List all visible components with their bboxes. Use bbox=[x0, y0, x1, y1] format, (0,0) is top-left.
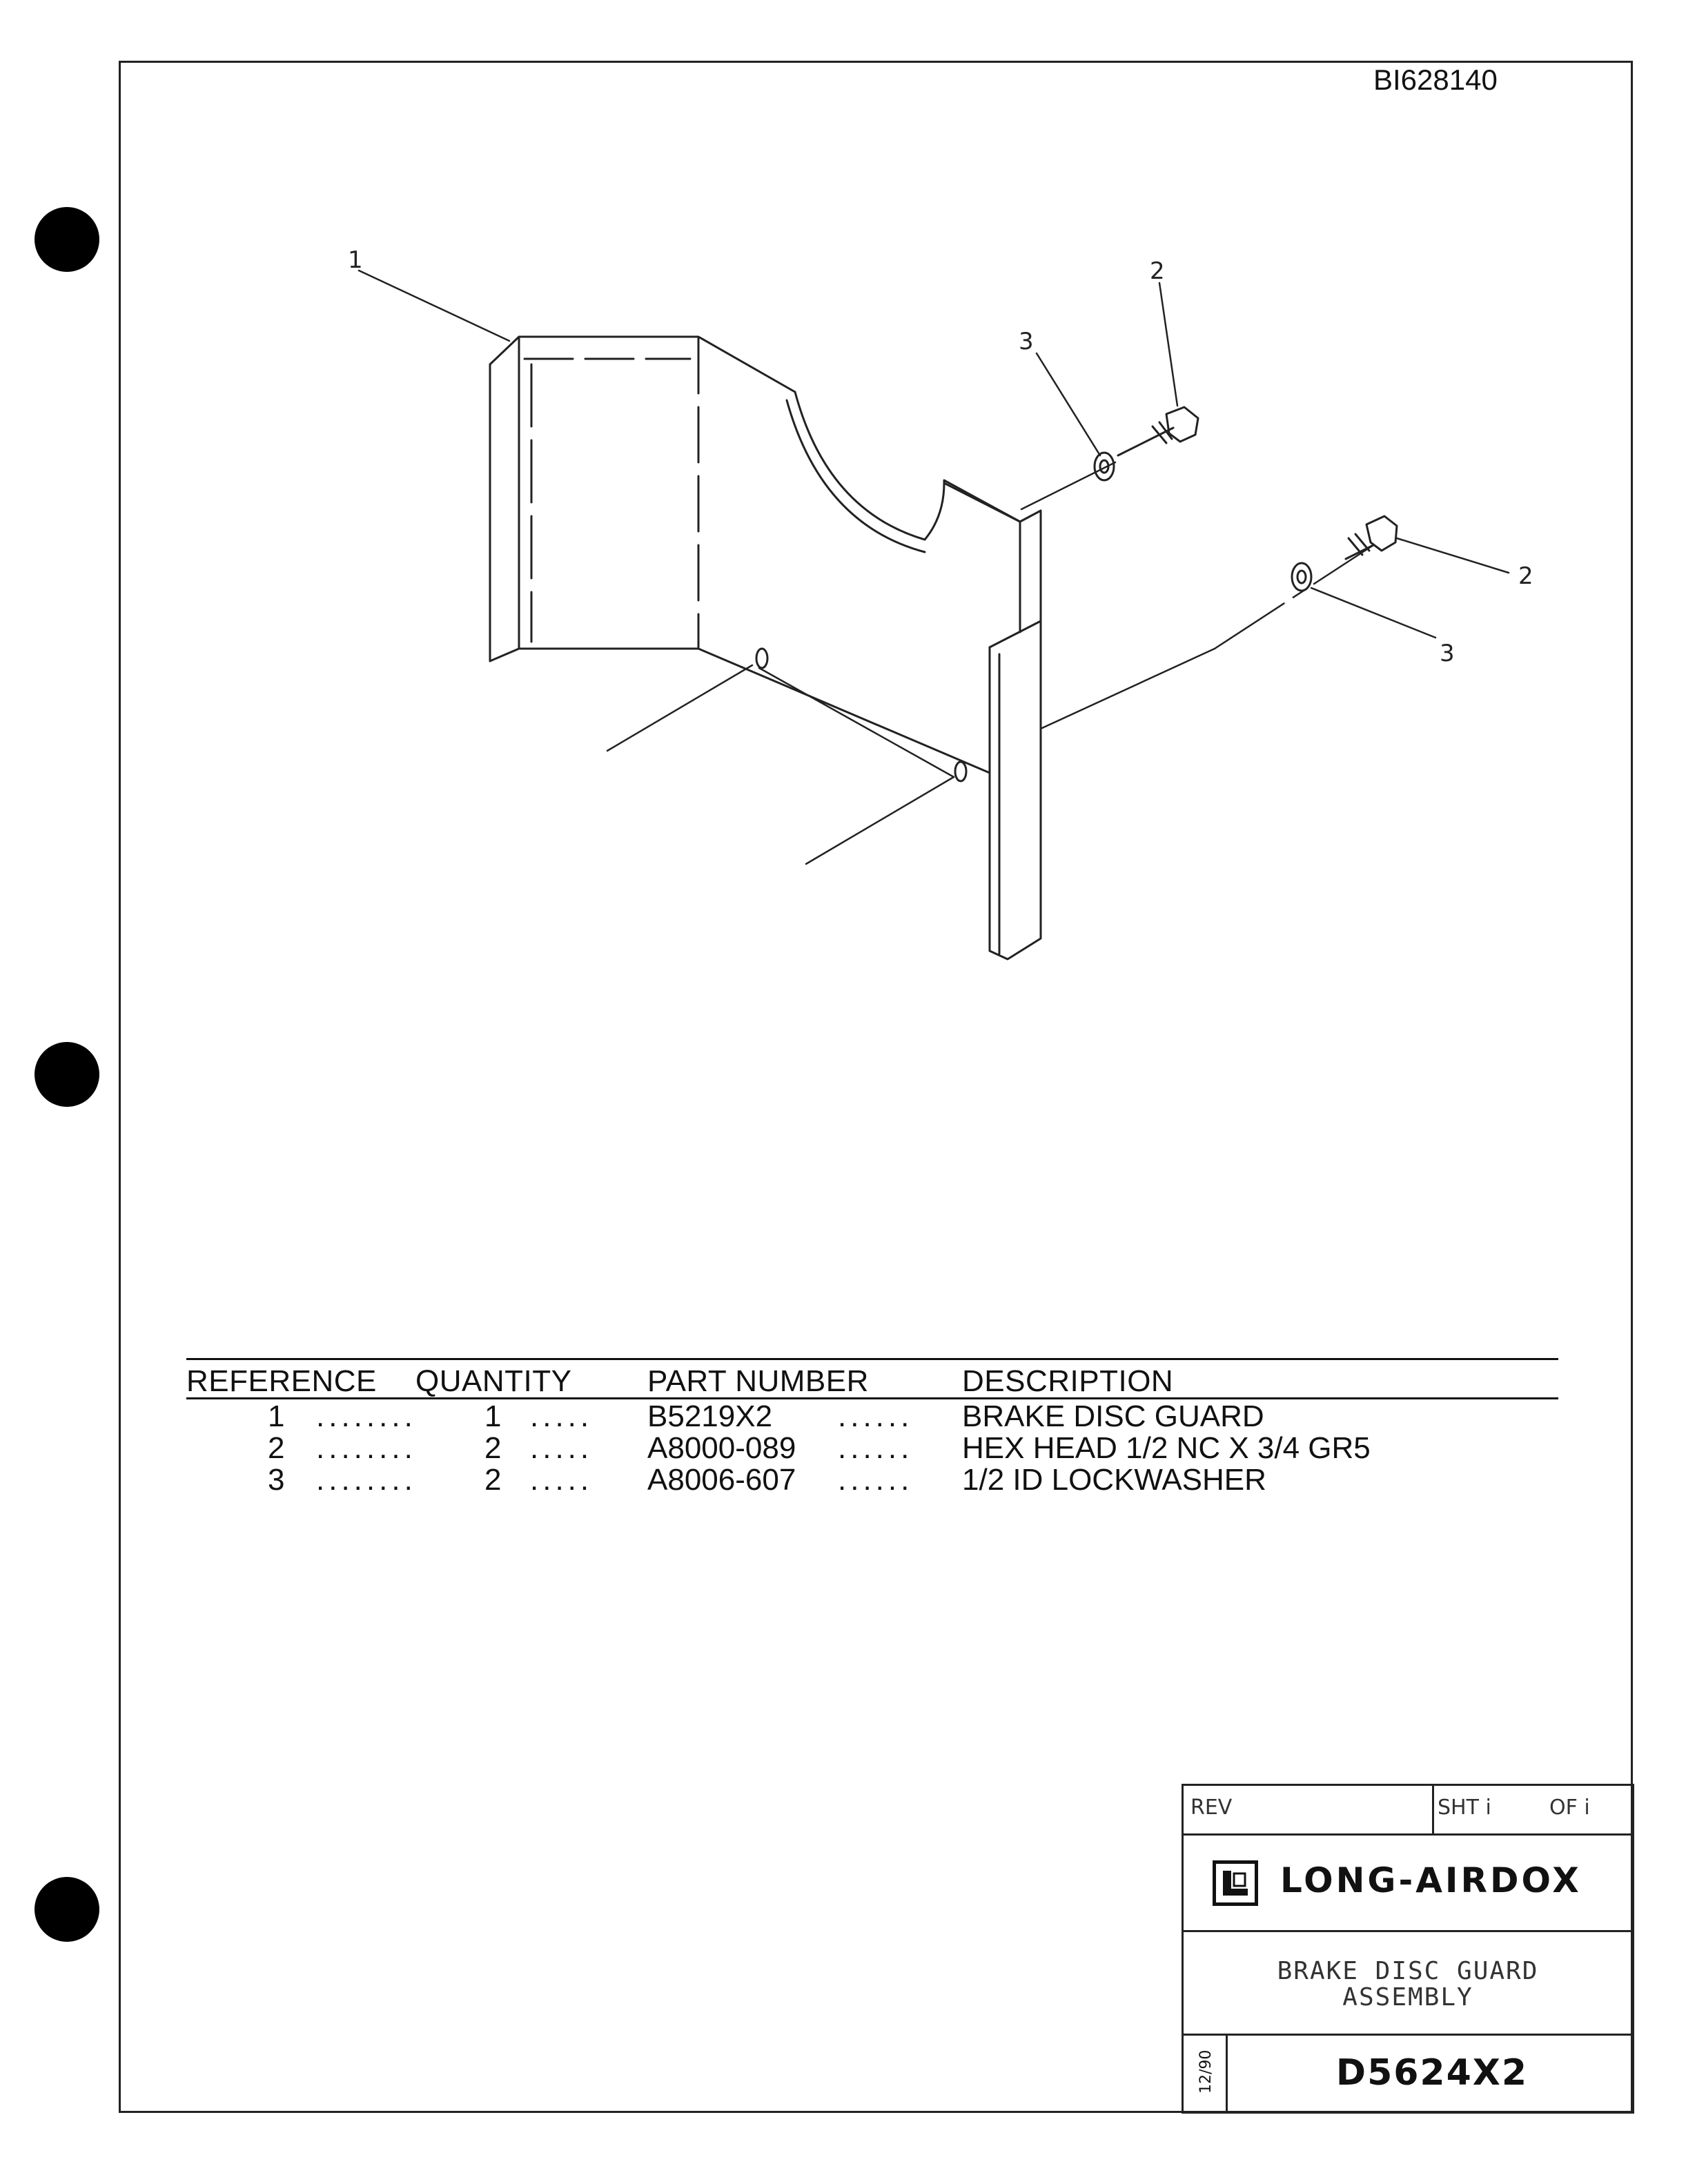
company-name: LONG-AIRDOX bbox=[1280, 1860, 1582, 1900]
row-part-number: B5219X2 bbox=[647, 1399, 773, 1433]
binder-hole-middle bbox=[35, 1042, 99, 1107]
row-quantity: 2 bbox=[484, 1431, 502, 1465]
row-reference: 2 bbox=[268, 1431, 285, 1465]
drawing-number-row: 12/90 D5624X2 bbox=[1184, 2036, 1632, 2112]
row-leader: ...... bbox=[838, 1431, 914, 1465]
parts-list-table: REFERENCE QUANTITY PART NUMBER DESCRIPTI… bbox=[186, 1358, 1558, 1497]
row-leader: ..... bbox=[530, 1399, 594, 1433]
sheet-label: SHT i bbox=[1438, 1796, 1491, 1820]
row-leader: ..... bbox=[530, 1431, 594, 1465]
row-description: BRAKE DISC GUARD bbox=[962, 1399, 1264, 1433]
table-row: 1 ........ 1 ..... B5219X2 ...... BRAKE … bbox=[186, 1399, 1558, 1433]
header-part-number: PART NUMBER bbox=[647, 1364, 869, 1398]
row-reference: 1 bbox=[268, 1399, 285, 1433]
row-leader: ..... bbox=[530, 1463, 594, 1497]
title-row: BRAKE DISC GUARD ASSEMBLY bbox=[1184, 1932, 1632, 2036]
parts-table-header: REFERENCE QUANTITY PART NUMBER DESCRIPTI… bbox=[186, 1358, 1558, 1399]
title-block: REV SHT i OF i LONG-AIRDOX BRAKE DISC GU… bbox=[1182, 1784, 1634, 2114]
row-part-number: A8000-089 bbox=[647, 1431, 796, 1465]
sheet-border bbox=[119, 61, 1633, 2113]
row-leader: ........ bbox=[316, 1399, 417, 1433]
header-description: DESCRIPTION bbox=[962, 1364, 1174, 1398]
row-leader: ...... bbox=[838, 1463, 914, 1497]
row-description: 1/2 ID LOCKWASHER bbox=[962, 1463, 1266, 1497]
company-row: LONG-AIRDOX bbox=[1184, 1836, 1632, 1932]
rev-label: REV bbox=[1190, 1796, 1233, 1820]
row-leader: ........ bbox=[316, 1431, 417, 1465]
table-row: 3 ........ 2 ..... A8006-607 ...... 1/2 … bbox=[186, 1463, 1558, 1497]
row-leader: ........ bbox=[316, 1463, 417, 1497]
company-logo-icon bbox=[1213, 1860, 1258, 1906]
drawing-title-line-2: ASSEMBLY bbox=[1342, 1983, 1473, 2011]
drawing-number: D5624X2 bbox=[1335, 2052, 1529, 2094]
drawing-date: 12/90 bbox=[1197, 2049, 1215, 2094]
table-row: 2 ........ 2 ..... A8000-089 ...... HEX … bbox=[186, 1431, 1558, 1465]
document-id: BI628140 bbox=[1373, 63, 1498, 96]
drawing-title-line-1: BRAKE DISC GUARD bbox=[1277, 1957, 1539, 1985]
binder-hole-top bbox=[35, 207, 99, 272]
row-quantity: 1 bbox=[484, 1399, 502, 1433]
row-quantity: 2 bbox=[484, 1463, 502, 1497]
row-part-number: A8006-607 bbox=[647, 1463, 796, 1497]
sheet-of-label: OF i bbox=[1549, 1796, 1590, 1820]
header-quantity: QUANTITY bbox=[415, 1364, 572, 1398]
row-leader: ...... bbox=[838, 1399, 914, 1433]
header-reference: REFERENCE bbox=[186, 1364, 377, 1398]
binder-hole-bottom bbox=[35, 1877, 99, 1942]
revision-row: REV SHT i OF i bbox=[1184, 1786, 1632, 1836]
row-description: HEX HEAD 1/2 NC X 3/4 GR5 bbox=[962, 1431, 1371, 1465]
row-reference: 3 bbox=[268, 1463, 285, 1497]
